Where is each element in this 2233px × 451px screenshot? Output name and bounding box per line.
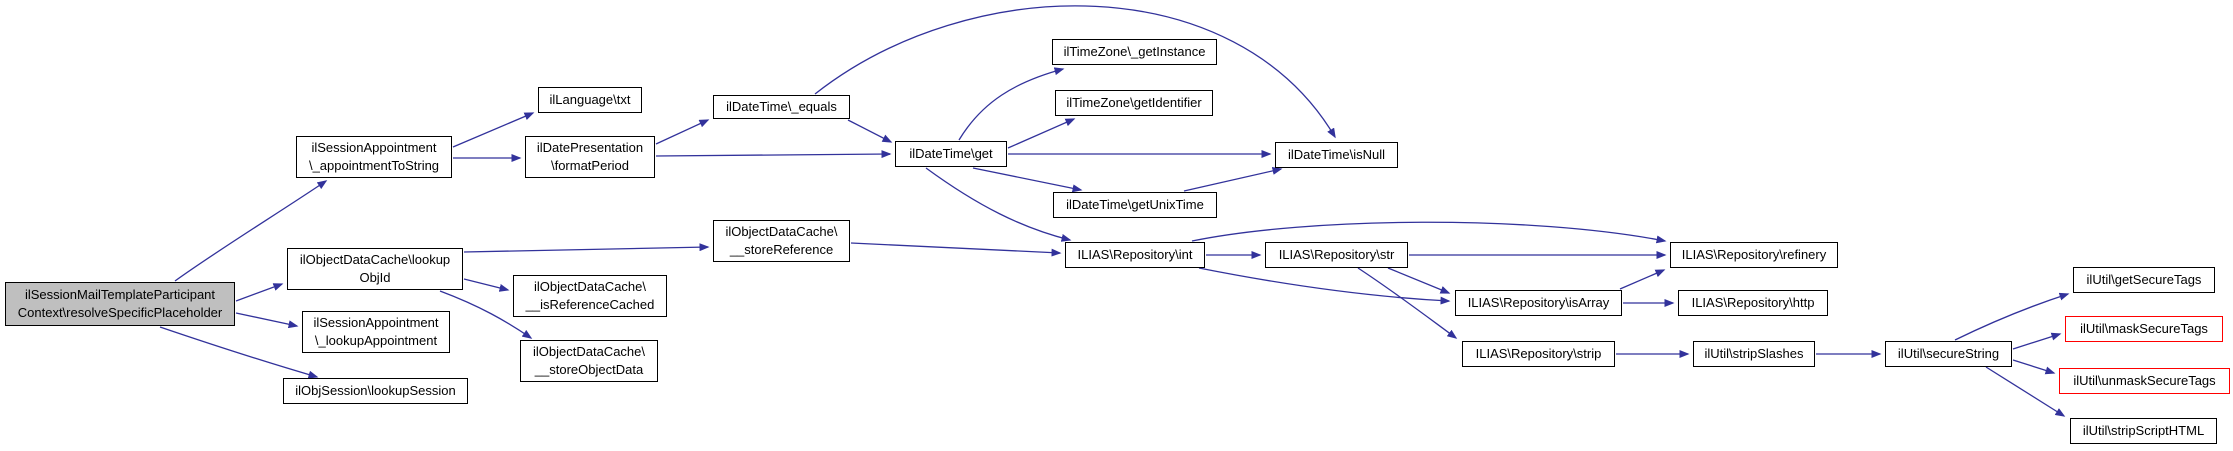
node-label: ilDateTime\_equals bbox=[726, 99, 837, 114]
node-language-txt[interactable]: ilLanguage\txt bbox=[538, 87, 642, 113]
edge-resolve-specific-placeholder-to-lookup-session bbox=[159, 326, 319, 379]
node-datetime-is-null[interactable]: ilDateTime\isNull bbox=[1275, 142, 1398, 168]
node-label: ilSessionAppointment bbox=[311, 140, 437, 155]
edge-datetime-equals-to-datetime-is-null bbox=[814, 5, 1336, 139]
edge-datetime-equals-to-datetime-get bbox=[847, 119, 893, 143]
node-repository-is-array[interactable]: ILIAS\Repository\isArray bbox=[1455, 290, 1622, 316]
node-timezone-get-identifier[interactable]: ilTimeZone\getIdentifier bbox=[1055, 90, 1213, 116]
node-repository-strip[interactable]: ILIAS\Repository\strip bbox=[1462, 341, 1615, 367]
node-label: \_lookupAppointment bbox=[314, 333, 438, 348]
node-label: ilTimeZone\_getInstance bbox=[1063, 44, 1206, 59]
node-get-secure-tags[interactable]: ilUtil\getSecureTags bbox=[2073, 267, 2215, 293]
node-label: __isReferenceCached bbox=[525, 297, 655, 312]
node-format-period[interactable]: ilDatePresentation \formatPeriod bbox=[525, 136, 655, 178]
node-label: ilTimeZone\getIdentifier bbox=[1066, 95, 1202, 110]
node-label: ilObjectDataCache\ bbox=[533, 344, 645, 359]
node-label: ilUtil\maskSecureTags bbox=[2080, 321, 2208, 336]
edge-datetime-get-to-datetime-get-unix-time bbox=[972, 167, 1083, 193]
node-label: ilUtil\secureString bbox=[1897, 346, 2000, 361]
edge-store-reference-to-repository-int bbox=[850, 242, 1062, 257]
node-label: ilObjectDataCache\lookup bbox=[299, 252, 451, 267]
node-unmask-secure-tags[interactable]: ilUtil\unmaskSecureTags bbox=[2059, 368, 2230, 394]
node-label: ILIAS\Repository\isArray bbox=[1467, 295, 1610, 310]
edge-format-period-to-datetime-get bbox=[655, 150, 892, 159]
node-timezone-get-instance[interactable]: ilTimeZone\_getInstance bbox=[1052, 39, 1217, 65]
edge-datetime-get-to-timezone-get-instance bbox=[958, 67, 1065, 141]
node-label: ILIAS\Repository\int bbox=[1077, 247, 1193, 262]
node-label: ilObjSession\lookupSession bbox=[295, 383, 456, 398]
node-label: ILIAS\Repository\strip bbox=[1475, 346, 1602, 361]
node-lookup-appointment[interactable]: ilSessionAppointment \_lookupAppointment bbox=[302, 311, 450, 353]
edge-secure-string-to-mask-secure-tags bbox=[2012, 332, 2062, 350]
edge-appointment-to-string-to-language-txt bbox=[452, 112, 535, 148]
node-secure-string[interactable]: ilUtil\secureString bbox=[1885, 341, 2012, 367]
node-label: ilUtil\stripScriptHTML bbox=[2082, 423, 2205, 438]
node-mask-secure-tags[interactable]: ilUtil\maskSecureTags bbox=[2065, 316, 2223, 342]
node-appointment-to-string[interactable]: ilSessionAppointment \_appointmentToStrin… bbox=[296, 136, 452, 178]
node-label: ilObjectDataCache\ bbox=[534, 279, 646, 294]
node-label: __storeObjectData bbox=[534, 362, 644, 377]
node-label: ILIAS\Repository\http bbox=[1691, 295, 1815, 310]
node-repository-str[interactable]: ILIAS\Repository\str bbox=[1265, 242, 1408, 268]
node-datetime-get[interactable]: ilDateTime\get bbox=[895, 141, 1007, 167]
node-repository-int[interactable]: ILIAS\Repository\int bbox=[1065, 242, 1205, 268]
node-strip-slashes[interactable]: ilUtil\stripSlashes bbox=[1693, 341, 1815, 367]
edge-repository-str-to-repository-is-array bbox=[1387, 267, 1451, 294]
node-label: ilSessionMailTemplateParticipant bbox=[24, 287, 216, 302]
edge-datetime-get-unix-time-to-datetime-is-null bbox=[1183, 166, 1283, 192]
node-store-reference[interactable]: ilObjectDataCache\ __storeReference bbox=[713, 220, 850, 262]
edge-resolve-specific-placeholder-to-lookup-obj-id bbox=[235, 283, 284, 302]
node-label: ilDatePresentation bbox=[536, 140, 644, 155]
node-label: ilObjectDataCache\ bbox=[725, 224, 838, 239]
node-label: ILIAS\Repository\refinery bbox=[1681, 247, 1827, 262]
node-label: ilUtil\stripSlashes bbox=[1704, 346, 1804, 361]
edge-lookup-obj-id-to-store-reference bbox=[463, 243, 710, 253]
node-is-reference-cached[interactable]: ilObjectDataCache\ __isReferenceCached bbox=[513, 275, 667, 317]
edge-secure-string-to-get-secure-tags bbox=[1954, 292, 2070, 341]
edge-lookup-obj-id-to-is-reference-cached bbox=[463, 278, 510, 292]
node-label: Context\resolveSpecificPlaceholder bbox=[17, 305, 223, 320]
node-lookup-session[interactable]: ilObjSession\lookupSession bbox=[283, 378, 468, 404]
node-datetime-equals[interactable]: ilDateTime\_equals bbox=[713, 95, 850, 119]
node-label: ilDateTime\isNull bbox=[1287, 147, 1386, 162]
edge-repository-int-to-repository-refinery bbox=[1191, 221, 1667, 244]
node-label: ilSessionAppointment bbox=[313, 315, 439, 330]
node-repository-refinery[interactable]: ILIAS\Repository\refinery bbox=[1670, 242, 1838, 268]
node-repository-http[interactable]: ILIAS\Repository\http bbox=[1678, 290, 1828, 316]
node-store-object-data[interactable]: ilObjectDataCache\ __storeObjectData bbox=[520, 340, 658, 382]
edge-datetime-get-to-repository-int bbox=[925, 167, 1072, 242]
edge-secure-string-to-unmask-secure-tags bbox=[2012, 359, 2056, 375]
edge-repository-int-to-repository-is-array bbox=[1198, 267, 1451, 305]
node-label: ilDateTime\get bbox=[909, 146, 993, 161]
node-label: ilLanguage\txt bbox=[549, 92, 631, 107]
node-label: ObjId bbox=[359, 270, 391, 285]
edge-lookup-obj-id-to-store-object-data bbox=[439, 290, 533, 339]
node-label: ILIAS\Repository\str bbox=[1278, 247, 1395, 262]
node-label: ilDateTime\getUnixTime bbox=[1066, 197, 1204, 212]
node-label: \formatPeriod bbox=[550, 158, 630, 173]
edge-repository-is-array-to-repository-refinery bbox=[1619, 269, 1666, 290]
edge-repository-str-to-repository-strip bbox=[1357, 267, 1458, 339]
edge-format-period-to-datetime-equals bbox=[655, 119, 710, 145]
edge-resolve-specific-placeholder-to-appointment-to-string bbox=[174, 180, 328, 282]
node-datetime-get-unix-time[interactable]: ilDateTime\getUnixTime bbox=[1053, 192, 1217, 218]
node-label: ilUtil\getSecureTags bbox=[2086, 272, 2202, 287]
node-label: __storeReference bbox=[729, 242, 834, 257]
edge-datetime-get-to-timezone-get-identifier bbox=[1007, 118, 1076, 149]
node-label: ilUtil\unmaskSecureTags bbox=[2073, 373, 2216, 388]
edge-secure-string-to-strip-script-html bbox=[1985, 366, 2066, 417]
node-label: \_appointmentToString bbox=[308, 158, 440, 173]
node-strip-script-html[interactable]: ilUtil\stripScriptHTML bbox=[2070, 418, 2217, 444]
edge-resolve-specific-placeholder-to-lookup-appointment bbox=[235, 312, 299, 329]
